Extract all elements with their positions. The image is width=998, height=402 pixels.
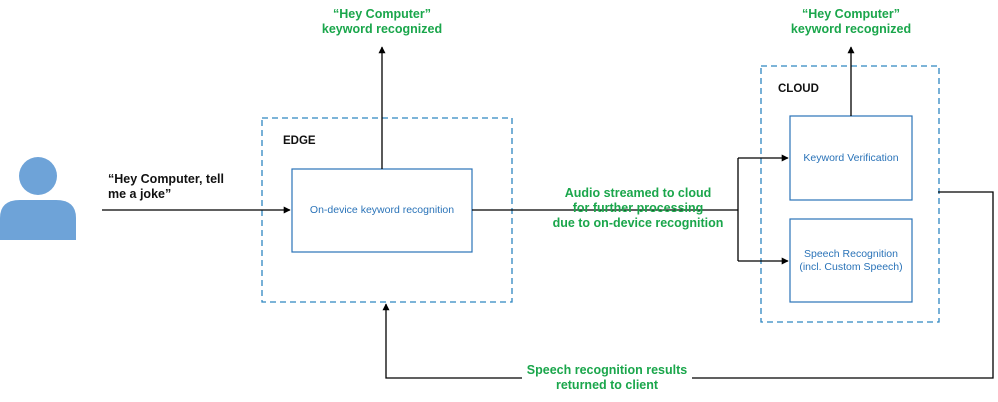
edge-region-label: EDGE <box>283 135 316 147</box>
on-device-recognition-box <box>291 168 473 253</box>
user-utterance: “Hey Computer, tell me a joke” <box>108 172 224 202</box>
cloud-output-label: “Hey Computer” keyword recognized <box>776 7 926 37</box>
audio-stream-label: Audio streamed to cloud for further proc… <box>548 186 728 231</box>
speech-recognition-box <box>789 218 913 303</box>
user-utterance-line1: “Hey Computer, tell <box>108 172 224 186</box>
audio-stream-line3: due to on-device recognition <box>552 216 724 230</box>
cloud-output-line1: “Hey Computer” <box>802 7 900 21</box>
speech-recognition-label: Speech Recognition (incl. Custom Speech) <box>790 248 912 274</box>
speech-recognition-line2: (incl. Custom Speech) <box>799 261 903 273</box>
user-utterance-line2: me a joke” <box>108 187 172 201</box>
arrow-results-to-client <box>382 191 994 379</box>
edge-output-line1: “Hey Computer” <box>333 7 431 21</box>
cloud-region-label: CLOUD <box>778 83 819 95</box>
user-icon <box>0 157 76 240</box>
audio-stream-line1: Audio streamed to cloud <box>564 186 712 200</box>
on-device-recognition-label: On-device keyword recognition <box>309 204 455 216</box>
cloud-output-line2: keyword recognized <box>790 22 912 36</box>
results-line1: Speech recognition results <box>522 363 692 378</box>
cloud-region <box>760 65 940 323</box>
audio-stream-line2: for further processing <box>572 201 704 215</box>
results-line2: returned to client <box>522 378 692 393</box>
edge-output-label: “Hey Computer” keyword recognized <box>307 7 457 37</box>
speech-recognition-line1: Speech Recognition <box>804 248 898 260</box>
keyword-verification-label: Keyword Verification <box>803 152 899 164</box>
results-label: Speech recognition results returned to c… <box>522 363 692 393</box>
edge-output-line2: keyword recognized <box>321 22 443 36</box>
